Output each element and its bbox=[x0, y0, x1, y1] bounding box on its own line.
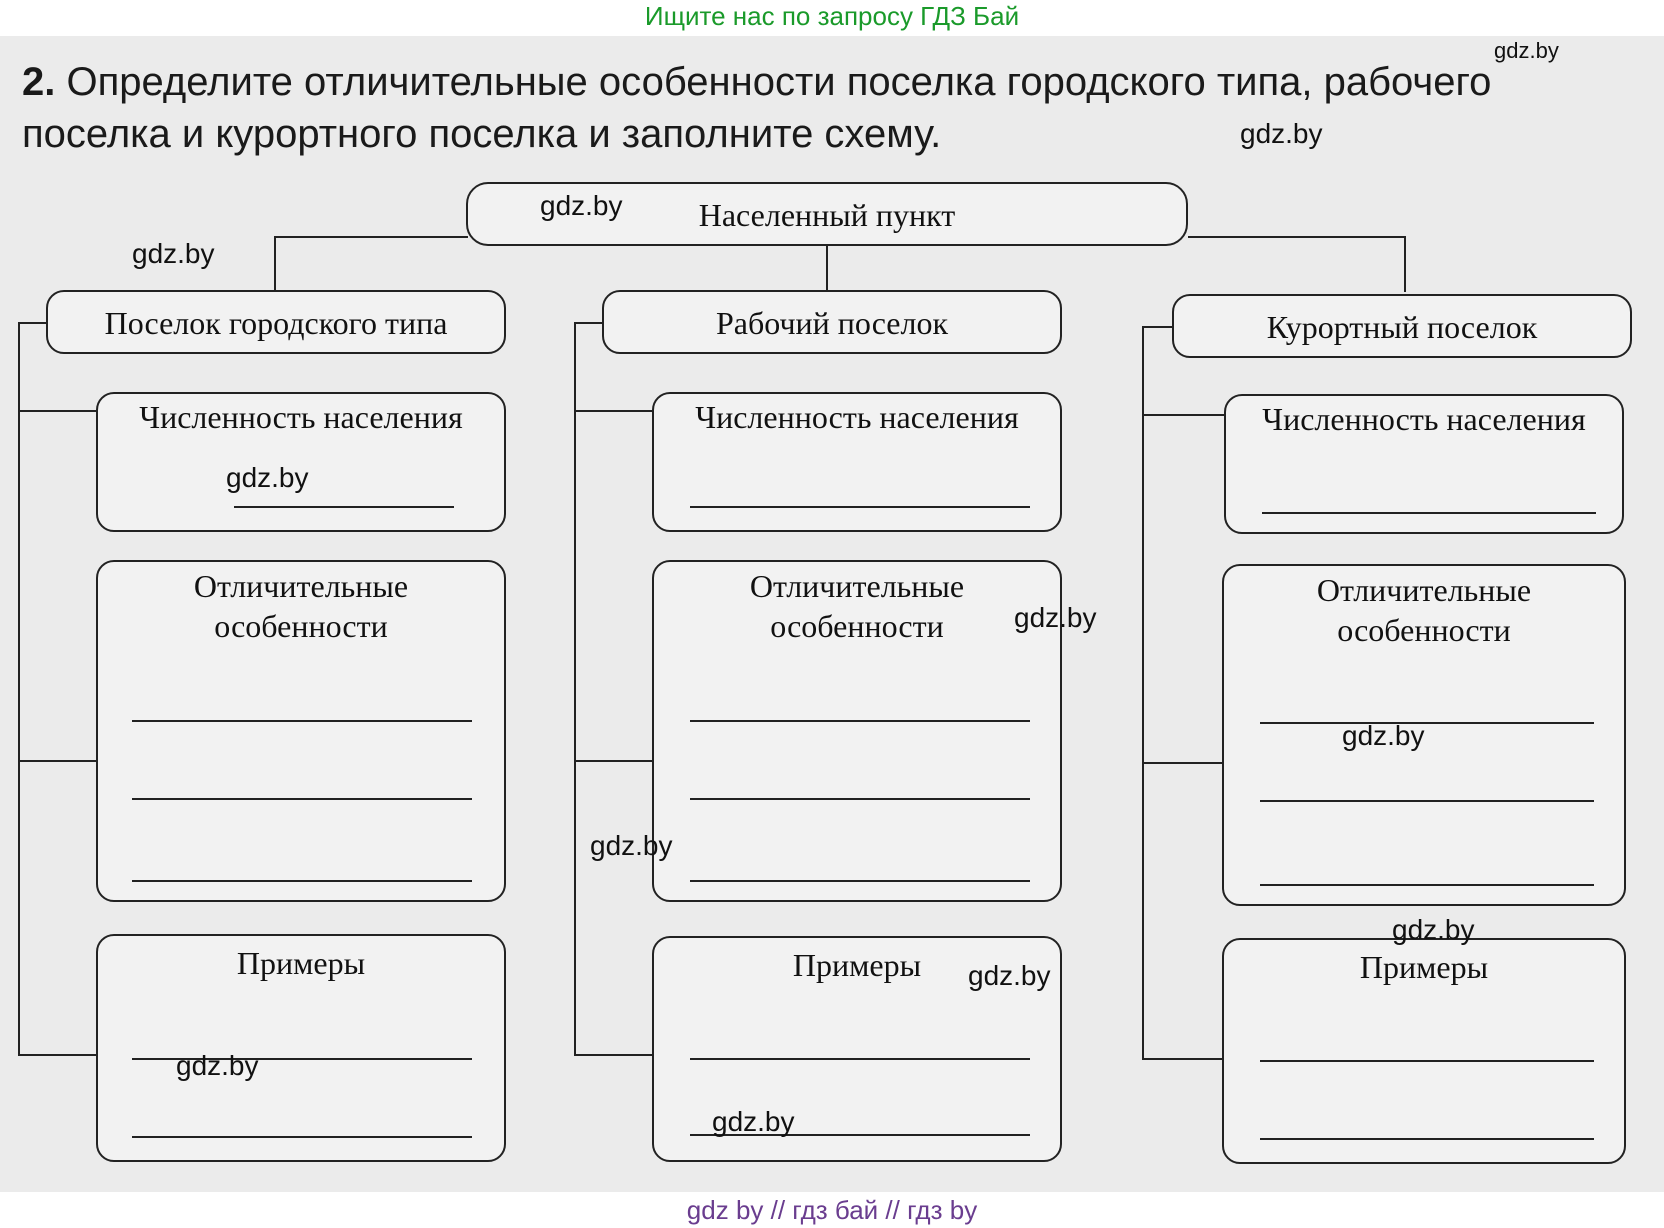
watermark: gdz.by bbox=[1014, 602, 1097, 633]
examples-box: Примеры bbox=[1222, 938, 1626, 1164]
population-box: Численность населения bbox=[96, 392, 506, 532]
features-text: Отличительные особенности bbox=[1316, 572, 1532, 648]
population-label: Численность населения bbox=[139, 399, 463, 435]
features-box: Отличительные особенности bbox=[1222, 564, 1626, 906]
bottom-banner: gdz by // гдз бай // гдз by bbox=[0, 1192, 1664, 1228]
question-text: 2. Определите отличительные особенности … bbox=[22, 56, 1622, 160]
connector bbox=[18, 760, 96, 762]
watermark: gdz.by bbox=[1494, 38, 1559, 63]
connector bbox=[18, 1054, 96, 1056]
connector bbox=[574, 322, 576, 1056]
watermark: gdz.by bbox=[1392, 914, 1475, 945]
watermark: gdz.by bbox=[132, 238, 215, 269]
connector bbox=[1142, 326, 1174, 328]
answer-line bbox=[690, 880, 1030, 882]
population-label: Численность населения bbox=[1262, 401, 1586, 437]
answer-line bbox=[1260, 1138, 1594, 1140]
answer-line bbox=[690, 506, 1030, 508]
branch-box-resort: Курортный поселок bbox=[1172, 294, 1632, 358]
watermark: gdz.by bbox=[1240, 118, 1323, 149]
answer-line bbox=[1260, 722, 1594, 724]
examples-box: Примеры bbox=[96, 934, 506, 1162]
features-label: Отличительные особенности bbox=[1224, 570, 1624, 650]
examples-label: Примеры bbox=[236, 945, 366, 981]
connector bbox=[18, 322, 48, 324]
top-banner: Ищите нас по запросу ГДЗ Бай bbox=[0, 0, 1664, 36]
answer-line bbox=[132, 1136, 472, 1138]
connector bbox=[574, 410, 652, 412]
watermark: gdz.by bbox=[540, 190, 623, 221]
branch-title: Поселок городского типа bbox=[104, 305, 448, 341]
watermark: gdz.by bbox=[590, 830, 673, 861]
root-box: Населенный пункт bbox=[466, 182, 1188, 246]
root-title: Населенный пункт bbox=[698, 197, 956, 233]
watermark: gdz.by bbox=[1342, 720, 1425, 751]
connector bbox=[1142, 326, 1144, 1060]
connector bbox=[1142, 762, 1224, 764]
connector bbox=[274, 236, 468, 238]
connector bbox=[826, 246, 828, 290]
branch-box-workers: Рабочий поселок bbox=[602, 290, 1062, 354]
answer-line bbox=[132, 720, 472, 722]
answer-line bbox=[132, 798, 472, 800]
connector bbox=[18, 410, 96, 412]
population-label: Численность населения bbox=[695, 399, 1019, 435]
answer-line bbox=[1260, 884, 1594, 886]
watermark: gdz.by bbox=[712, 1106, 795, 1137]
connector bbox=[574, 760, 652, 762]
features-text: Отличительные особенности bbox=[749, 568, 965, 644]
answer-line bbox=[690, 1058, 1030, 1060]
connector bbox=[574, 322, 604, 324]
connector bbox=[1188, 236, 1406, 238]
features-box: Отличительные особенности bbox=[96, 560, 506, 902]
features-box: Отличительные особенности bbox=[652, 560, 1062, 902]
connector bbox=[1142, 414, 1224, 416]
connector bbox=[1404, 236, 1406, 292]
watermark: gdz.by bbox=[968, 960, 1051, 991]
question-number: 2. bbox=[22, 60, 56, 104]
population-box: Численность населения bbox=[652, 392, 1062, 532]
question-body: Определите отличительные особенности пос… bbox=[22, 60, 1492, 156]
answer-line bbox=[1262, 512, 1596, 514]
answer-line bbox=[690, 1134, 1030, 1136]
population-box: Численность населения bbox=[1224, 394, 1624, 534]
connector bbox=[274, 236, 276, 290]
connector bbox=[1142, 1058, 1224, 1060]
examples-label: Примеры bbox=[792, 947, 922, 983]
answer-line bbox=[1260, 800, 1594, 802]
examples-label: Примеры bbox=[1359, 949, 1489, 985]
answer-line bbox=[132, 880, 472, 882]
answer-line bbox=[690, 720, 1030, 722]
watermark: gdz.by bbox=[226, 462, 309, 493]
branch-box-urban: Поселок городского типа bbox=[46, 290, 506, 354]
answer-line bbox=[234, 506, 454, 508]
connector bbox=[18, 322, 20, 1056]
answer-line bbox=[132, 1058, 472, 1060]
answer-line bbox=[690, 798, 1030, 800]
examples-box: Примеры bbox=[652, 936, 1062, 1162]
features-label: Отличительные особенности bbox=[654, 566, 1060, 646]
features-label: Отличительные особенности bbox=[98, 566, 504, 646]
connector bbox=[574, 1054, 652, 1056]
branch-title: Курортный поселок bbox=[1266, 309, 1538, 345]
features-text: Отличительные особенности bbox=[193, 568, 409, 644]
watermark: gdz.by bbox=[176, 1050, 259, 1081]
branch-title: Рабочий поселок bbox=[715, 305, 949, 341]
answer-line bbox=[1260, 1060, 1594, 1062]
